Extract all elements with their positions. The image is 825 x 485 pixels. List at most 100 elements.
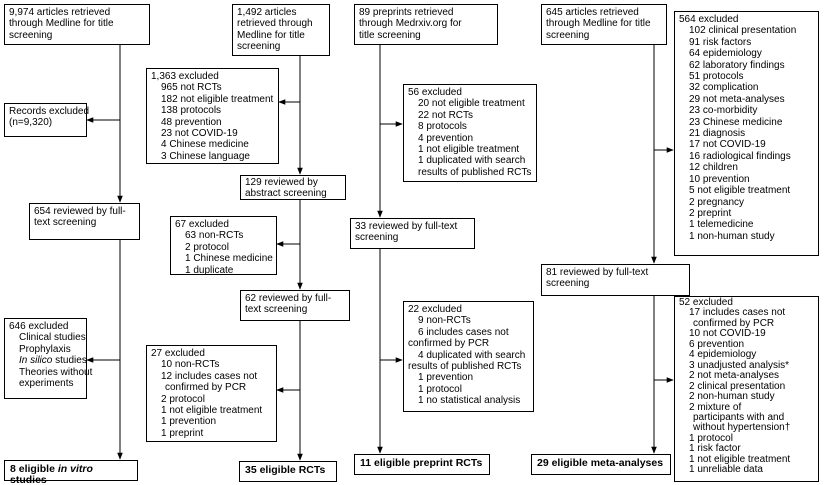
text-line: results of published RCTs [418,166,532,178]
final-label: 35 eligible RCTs [245,464,326,476]
text-line: screening [237,41,281,53]
text-line: 63 non-RCTs [185,230,244,242]
text-line: 9 non-RCTs [418,315,471,327]
text-line: 22 excluded [408,304,462,315]
text-line: 62 laboratory findings [689,59,785,71]
text-line: screening [546,278,590,290]
col1-final-box: 8 eligible in vitro studies [4,460,138,485]
text-line: In silico studies [9,355,87,367]
text-line: 17 includes cases not [689,307,786,319]
col4-fulltext-box: 81 reviewed by full-text screening [541,264,690,296]
text-line: 21 diagnosis [689,128,746,140]
insilico-rest: studies [52,355,87,367]
text-line: 1 Chinese medicine [185,253,273,265]
col4-excluded2-box: 52 excluded 17 includes cases not confir… [674,296,819,482]
text-line: 102 clinical presentation [689,25,797,37]
col1-start-box: 9,974 articles retrieved through Medline… [4,4,150,45]
text-line: 182 not eligible treatment [161,93,274,105]
text-line: 1 unreliable data [689,464,763,476]
final-suffix: studies [10,474,47,485]
final-italic: in vitro [57,463,93,475]
text-line: 23 co-morbidity [689,105,758,117]
col1-excluded2-box: 646 excluded Clinical studies Prophylaxi… [4,318,93,399]
text-line: 32 complication [689,82,759,94]
text-line: 52 excluded [679,297,733,308]
col3-start-box: 89 preprints retrieved through Medrxiv.o… [354,4,498,45]
text-line: 17 not COVID-19 [689,139,766,151]
text-line: 1 telemedicine [689,219,754,231]
text-line: 67 excluded [175,219,229,230]
text-line: Records excluded [9,106,90,117]
insilico-italic: In silico [19,355,53,367]
text-line: 2 clinical presentation [689,380,786,392]
text-line: 2 not meta-analyses [689,370,780,382]
text-line: 1 no statistical analysis [418,395,521,407]
text-line: 5 not eligible treatment [689,185,791,197]
col3-excluded2-box: 22 excluded 9 non-RCTs 6 includes cases … [403,301,534,412]
text-line: 8 protocols [418,121,467,133]
text-line: 2 non-human study [689,391,775,403]
text-line: 1 not eligible treatment [418,144,520,156]
text-line: 1 prevention [418,372,474,384]
col2-final-box: 35 eligible RCTs [239,461,337,482]
text-line: 23 not COVID-19 [161,128,238,140]
text-line: 16 radiological findings [689,150,791,162]
col2-excluded1-box: 1,363 excluded 965 not RCTs 182 not elig… [146,68,279,164]
text-line: 2 mixture of [689,401,742,413]
text-line: 51 protocols [689,71,744,83]
text-line: retrieved through [237,18,313,30]
col4-final-box: 29 eligible meta-analyses [531,454,671,475]
text-line: 646 excluded [9,321,69,332]
text-line: 965 not RCTs [161,82,222,94]
text-line: 10 not COVID-19 [689,328,766,340]
text-line: 1 risk factor [689,443,741,455]
final-prefix: 8 eligible [10,463,58,475]
final-label: 11 eligible preprint RCTs [360,457,483,469]
text-line: Prophylaxis [19,343,71,355]
text-line: 1 not eligible treatment [161,405,263,417]
text-line: 91 risk factors [689,36,752,48]
text-line: 64 epidemiology [689,48,762,60]
text-line: 564 excluded [679,14,739,25]
text-line: 1 duplicate [185,264,234,276]
text-line: 2 preprint [689,207,732,219]
text-line: 1 not eligible treatment [689,453,791,465]
col4-start-box: 645 articles retrieved through Medline f… [541,4,667,45]
text-line: screening [355,232,399,244]
text-line: 12 children [689,162,738,174]
text-line: 1 non-human study [689,230,775,242]
col2-excluded2-box: 67 excluded 63 non-RCTs 2 protocol 1 Chi… [170,216,277,276]
text-line: 62 reviewed by full- [245,293,332,304]
text-line: 2 protocol [161,393,205,405]
text-line: without hypertension† [693,422,791,434]
col3-excluded1-box: 56 excluded 20 not eligible treatment 22… [403,84,537,182]
text-line: 81 reviewed by full-text [546,267,649,278]
text-line: text screening [34,217,97,229]
text-line: 138 protocols [161,105,222,117]
text-line: 1,492 articles [237,7,297,18]
text-line: 3 unadjusted analysis* [689,359,790,371]
text-line: 48 prevention [161,116,222,128]
text-line: abstract screening [245,188,327,200]
text-line: 1 protocol [418,383,462,395]
final-label: 29 eligible meta-analyses [537,457,664,469]
text-line: through Medline for title [9,18,114,30]
text-line: confirmed by PCR [408,338,490,350]
col2-fulltext-box: 62 reviewed by full- text screening [240,290,350,321]
text-line: 4 duplicated with search [418,349,526,361]
text-line: results of published RCTs [408,361,522,373]
text-line: Theories without [19,366,93,378]
col2-start-box: 1,492 articles retrieved through Medline… [232,4,330,56]
col3-final-box: 11 eligible preprint RCTs [354,454,490,475]
text-line: 2 pregnancy [689,196,745,208]
text-line: confirmed by PCR [165,382,247,394]
text-line: experiments [19,378,74,390]
col3-fulltext-box: 33 reviewed by full-text screening [350,218,475,249]
text-line: 4 prevention [418,132,474,144]
text-line: 22 not RCTs [418,109,474,121]
text-line: 1 protocol [689,432,733,444]
text-line: 89 preprints retrieved [359,7,454,18]
col1-records-excluded-box: Records excluded (n=9,320) [4,103,90,137]
text-line: 1 preprint [161,427,204,439]
